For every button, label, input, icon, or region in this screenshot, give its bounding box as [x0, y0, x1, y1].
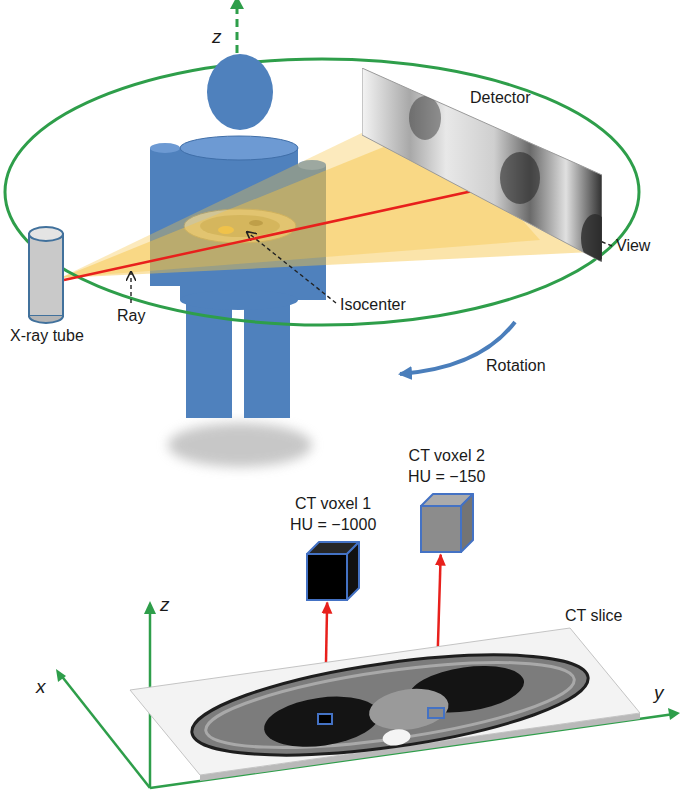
voxel-cube — [303, 538, 363, 604]
axis-heads — [56, 669, 66, 682]
detector: Detector — [362, 68, 602, 262]
ct-slice-image — [428, 708, 444, 718]
tube-cylinder — [29, 316, 63, 323]
callout-label: Isocenter — [340, 295, 406, 314]
body-shadow — [168, 423, 312, 467]
ct-slice: CT slice — [125, 604, 645, 790]
axis-heads — [668, 708, 680, 720]
callout-label: Ray — [117, 306, 145, 325]
ct-voxel: CT voxel 1HU = −1000 — [290, 494, 376, 604]
axis-heads — [144, 601, 156, 614]
z-axis — [236, 8, 239, 53]
detector-strip — [500, 152, 540, 204]
ray-leader — [130, 272, 131, 303]
ct-slice-image — [130, 628, 640, 781]
tube-label: X-ray tube — [10, 326, 84, 347]
axis-label: z — [212, 26, 222, 49]
tube-cylinder — [28, 226, 64, 324]
body-figure — [180, 290, 298, 310]
body-figure — [180, 136, 298, 160]
voxel-cube — [417, 490, 477, 556]
tube-cylinder — [29, 227, 63, 241]
ct-slice-image — [382, 728, 412, 748]
ct-voxel: CT voxel 2HU = −150 — [408, 446, 485, 556]
detector-strip — [581, 214, 602, 262]
voxel-name: CT voxel 1 — [290, 494, 376, 515]
voxel-cube — [461, 494, 473, 552]
voxel-cube — [307, 554, 347, 600]
voxel-name: CT voxel 2 — [408, 446, 485, 467]
voxel-cube — [421, 506, 461, 552]
ct-slice-image — [186, 636, 594, 775]
detector-label: Detector — [470, 88, 530, 109]
x-ray-tube: X-ray tube — [10, 226, 84, 347]
isocenter-leader — [247, 232, 336, 303]
detector-strip — [409, 96, 602, 262]
callout-label: View — [616, 236, 650, 255]
detector-strip — [409, 96, 441, 140]
ct-slice-image — [125, 604, 645, 790]
callout-label: Rotation — [486, 356, 546, 375]
ct-slice-image — [201, 645, 579, 764]
ct-slice-image — [366, 684, 451, 735]
body-figure — [207, 54, 273, 130]
axis-label: x — [36, 676, 46, 699]
voxel-cube — [347, 542, 359, 600]
axes-3d — [60, 608, 674, 788]
ct-slice-image — [130, 628, 640, 775]
ct-slice-image — [318, 714, 332, 724]
detector-strip — [362, 68, 602, 262]
body-figure — [150, 143, 180, 153]
axis-label: z — [160, 594, 170, 617]
slice-label: CT slice — [565, 606, 623, 627]
tube-cylinder — [29, 234, 63, 316]
ct-slice-image — [186, 636, 594, 775]
axis-label: y — [654, 682, 664, 705]
detector-strip — [362, 68, 602, 262]
ct-slice-image — [261, 690, 383, 754]
hu-value: HU = −1000 — [290, 515, 376, 536]
x-ray-ray — [64, 185, 500, 280]
hu-value: HU = −150 — [408, 467, 485, 488]
